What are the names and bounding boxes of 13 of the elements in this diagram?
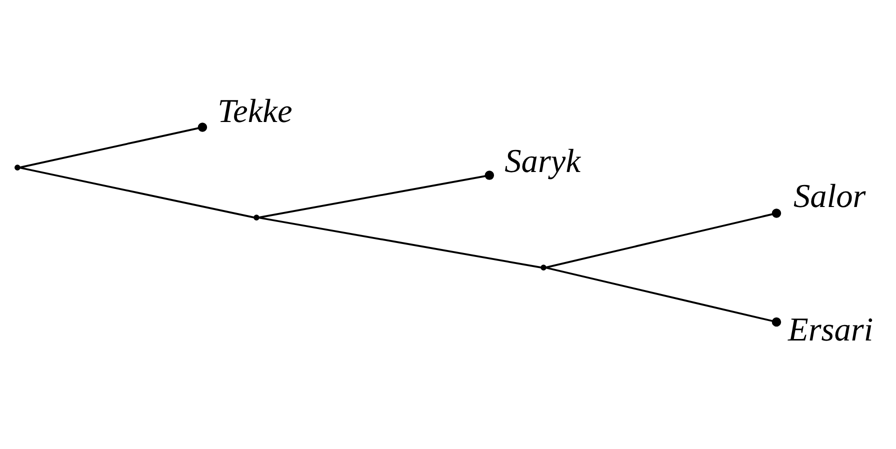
- node-text: Saryk: [504, 142, 581, 180]
- node-text: Tekke: [218, 92, 292, 130]
- node-point: [540, 264, 546, 270]
- node-text: Salor: [794, 178, 866, 215]
- node-text: Ersari: [788, 311, 874, 348]
- connector: [258, 216, 542, 268]
- connector: [258, 170, 494, 218]
- node-point: [254, 214, 260, 220]
- connector: [545, 208, 782, 268]
- node-point: [14, 164, 20, 170]
- connector: [19, 166, 255, 218]
- connector: [545, 266, 782, 326]
- connector: [19, 122, 208, 168]
